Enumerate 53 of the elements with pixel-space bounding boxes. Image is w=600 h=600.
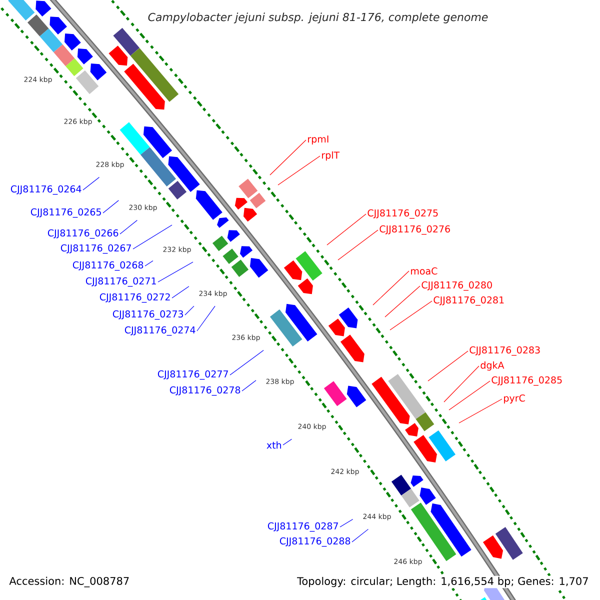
gene-label: CJJ81176_0272 [100, 293, 170, 303]
gene-label: CJJ81176_0276 [380, 225, 450, 235]
gene-label: CJJ81176_0277 [158, 370, 228, 380]
gene-label: CJJ81176_0287 [268, 522, 338, 532]
gene-label: CJJ81176_0275 [368, 209, 438, 219]
gene-label: pyrC [504, 394, 525, 404]
gene-label: CJJ81176_0264 [10, 185, 82, 195]
leader-line [144, 260, 154, 266]
gene-label: CJJ81176_0288 [280, 537, 350, 547]
leader-line [270, 140, 306, 176]
gene-label: xth [266, 441, 281, 449]
gene-label: CJJ81176_0268 [72, 261, 144, 271]
leader-line [102, 200, 119, 214]
leader-line [458, 398, 502, 424]
leader-line [326, 214, 366, 246]
leader-line [120, 220, 138, 234]
leader-line [338, 230, 378, 260]
leader-line [278, 156, 320, 186]
leader-line [172, 286, 190, 298]
gene-label: CJJ81176_0280 [422, 281, 492, 291]
gene-label: CJJ81176_0285 [492, 376, 562, 386]
leader-line [158, 262, 194, 282]
gene-label: dgkA [480, 361, 504, 371]
leader-line [132, 224, 172, 250]
gene-label: CJJ81176_0265 [30, 208, 101, 218]
gene-label: CJJ81176_0271 [86, 277, 156, 287]
leader-line [444, 366, 480, 402]
gene-label: CJJ81176_0281 [434, 296, 504, 306]
leader-line [242, 380, 256, 392]
title: Campylobacter jejuni subsp. jejuni 81-176, complete genome [148, 12, 488, 24]
gene-label: moaC [411, 267, 438, 275]
gene-label: CJJ81176_0267 [60, 244, 131, 254]
leader-line [372, 270, 410, 306]
summary-text: Topology: circular; Length: 1,616,554 bp; Genes: 1,707 [296, 576, 590, 588]
gene-label: CJJ81176_0283 [470, 346, 540, 356]
leader-line [428, 350, 468, 382]
leader-line [448, 380, 490, 410]
leader-line [282, 438, 292, 446]
leader-line [384, 286, 420, 318]
leader-line [196, 306, 216, 332]
accession-text: Accession: NC_008787 [9, 576, 129, 588]
leader-line [340, 518, 354, 528]
leader-line [82, 176, 100, 190]
leader-line [390, 300, 432, 330]
gene-label: CJJ81176_0273 [112, 310, 184, 320]
leader-line [184, 306, 194, 316]
leader-line [352, 528, 369, 542]
gene-label: CJJ81176_0274 [124, 326, 196, 336]
leader-line [230, 350, 264, 376]
gene-label: rpmI [308, 136, 328, 144]
gene-label: CJJ81176_0266 [48, 229, 118, 239]
gene-label: rplT [322, 151, 340, 161]
gene-label: CJJ81176_0278 [170, 386, 240, 396]
